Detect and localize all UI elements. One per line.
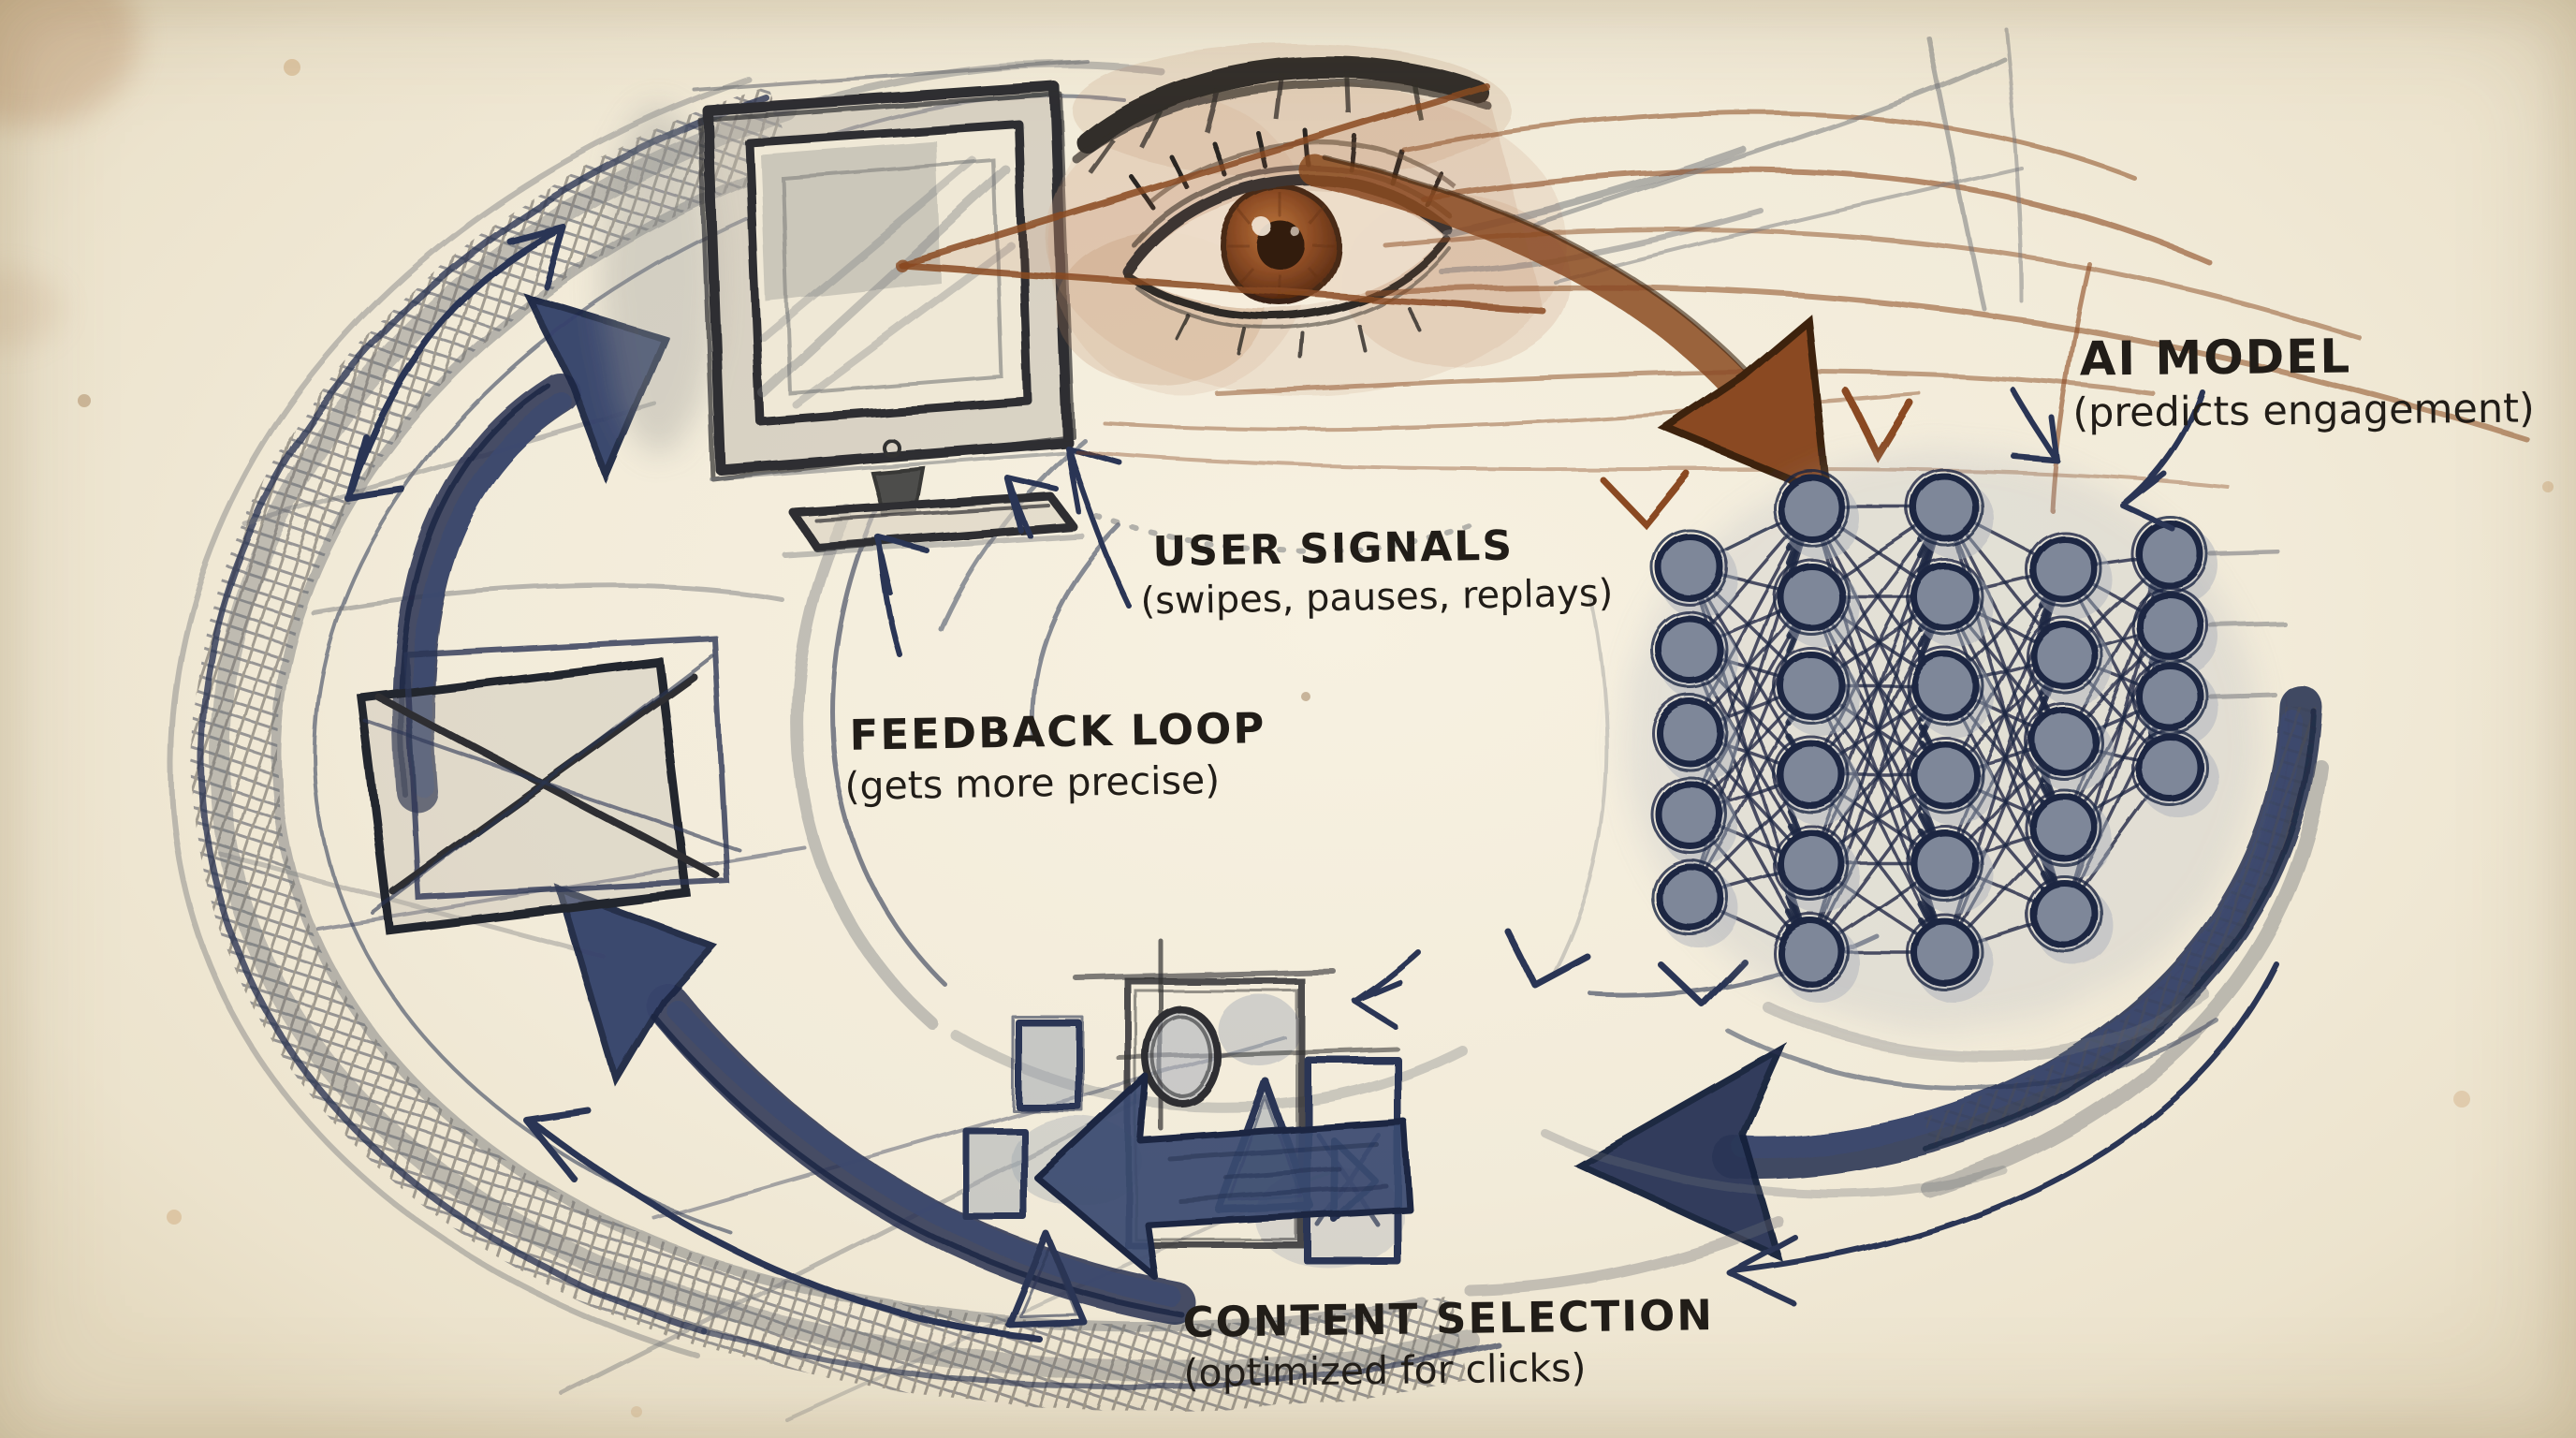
loop-thin-arrows — [344, 224, 2279, 1343]
content-selection-label: CONTENT SELECTION (optimized for clicks) — [1182, 1290, 1715, 1396]
user-signals-label: USER SIGNALS (swipes, pauses, replays) — [1140, 521, 1614, 624]
discarded-content-cards — [356, 635, 741, 935]
neural-network-illustration — [1540, 387, 2287, 1199]
loop-band — [167, 60, 1609, 1421]
monitor-illustration — [602, 60, 1090, 557]
feedback-loop-subtitle: (gets more precise) — [844, 756, 1221, 809]
loop-arrow-down-to-content — [1464, 685, 2329, 1296]
eyebrow — [1076, 55, 1488, 154]
ai-model-label-arrow — [2120, 389, 2204, 531]
user-signals-subtitle: (swipes, pauses, replays) — [1140, 571, 1614, 624]
user-signal-arrows — [875, 445, 1133, 658]
gaze-arrow-to-model — [1299, 154, 1913, 530]
feedback-loop-label: FEEDBACK LOOP (gets more precise) — [844, 703, 1267, 809]
content-shapes-illustration — [962, 938, 1422, 1328]
small-arrow-into-network — [2010, 387, 2060, 463]
ai-model-title: AI MODEL — [2079, 329, 2352, 387]
content-selection-subtitle: (optimized for clicks) — [1183, 1344, 1587, 1396]
ai-model-label: AI MODEL (predicts engagement) — [2072, 327, 2535, 437]
ai-model-subtitle: (predicts engagement) — [2072, 385, 2535, 437]
feedback-loop-title: FEEDBACK LOOP — [849, 703, 1266, 760]
paper-blemishes — [0, 0, 2554, 1417]
content-selection-title: CONTENT SELECTION — [1182, 1290, 1715, 1347]
user-signals-title: USER SIGNALS — [1152, 521, 1515, 577]
content-selection-arrow — [1033, 1073, 1413, 1281]
output-dashes — [2208, 550, 2287, 699]
small-arrow-into-content — [1353, 950, 1422, 1029]
loop-arrow-up-left — [554, 884, 1196, 1325]
gaze-beam — [895, 82, 1546, 315]
